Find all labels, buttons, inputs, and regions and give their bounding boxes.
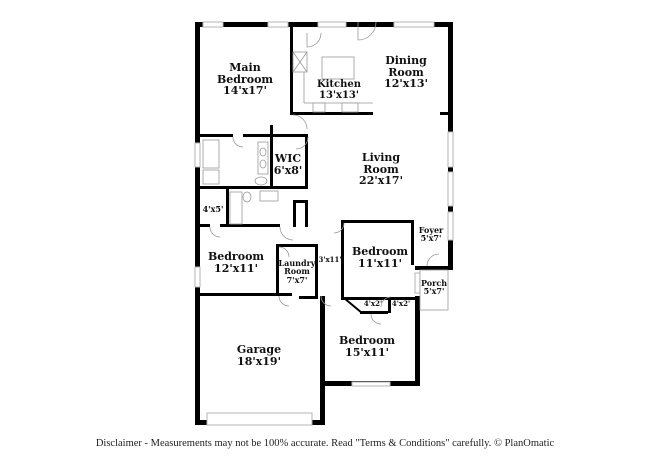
room-bedroom-mid: Bedroom 11'x11' [352,246,408,269]
room-name: Living [361,151,401,164]
room-size: 4'x2' [363,299,383,308]
room-name: Bedroom [338,334,396,347]
room-name: Dining [385,54,427,67]
room-size: 22'x17' [359,174,403,188]
room-name: Kitchen [316,79,362,90]
room-bedroom-bottom: Bedroom 15'x11' [339,335,395,358]
room-closet-b: 4'x2' [391,299,411,308]
room-size: 12'x11' [214,261,258,275]
room-foyer: Foyer 5'x7' [419,226,444,243]
room-size: 5'x7' [423,286,445,297]
room-hall: 3'x11' [318,255,342,264]
room-wic: WIC 6'x8' [274,153,303,176]
windows [194,21,454,426]
kitchen-fixtures [292,51,373,113]
room-name: Bedroom [207,250,265,263]
room-size: 4'x5' [202,204,224,214]
bath-fixtures [202,139,279,225]
room-name: Room [284,266,310,277]
room-size: 15'x11' [345,345,389,359]
room-laundry: Laundry Room 7'x7' [278,258,316,285]
room-name: Bedroom [216,72,274,86]
room-name: Porch [420,278,448,288]
room-size: 13'x13' [319,89,359,101]
room-dining-room: Dining Room 12'x13' [384,55,428,90]
porch-outline [419,269,449,311]
interior-walls [200,27,453,314]
room-porch: Porch 5'x7' [421,279,447,296]
door-swings [209,21,440,325]
room-name: Bedroom [351,245,409,258]
room-name: WIC [274,152,302,165]
closet-angled-wall [343,297,363,314]
room-name: Garage [236,343,282,356]
room-name: Room [363,162,399,176]
room-size: 3'x11' [318,255,342,264]
room-size: 18'x19' [237,354,281,368]
room-size: 5'x7' [420,233,442,244]
room-size: 14'x17' [223,84,267,98]
room-bedroom-left: Bedroom 12'x11' [208,251,264,274]
room-living-room: Living Room 22'x17' [359,152,403,187]
room-size: 11'x11' [358,256,402,270]
room-bath-4x5: 4'x5' [202,204,224,214]
room-size: 7'x7' [286,274,308,285]
room-name: Room [388,65,424,79]
room-garage: Garage 18'x19' [237,344,281,367]
room-name: Foyer [418,225,444,235]
room-size: 12'x13' [384,77,428,91]
room-name: Main [229,61,261,74]
room-closet-a: 4'x2' [363,299,383,308]
room-kitchen: Kitchen 13'x13' [316,79,362,101]
room-size: 4'x2' [391,299,411,308]
room-main-bedroom: Main Bedroom 14'x17' [217,62,273,97]
disclaimer-text: Disclaimer - Measurements may not be 100… [95,438,555,449]
room-size: 6'x8' [273,163,303,177]
room-name: Laundry [278,258,316,268]
